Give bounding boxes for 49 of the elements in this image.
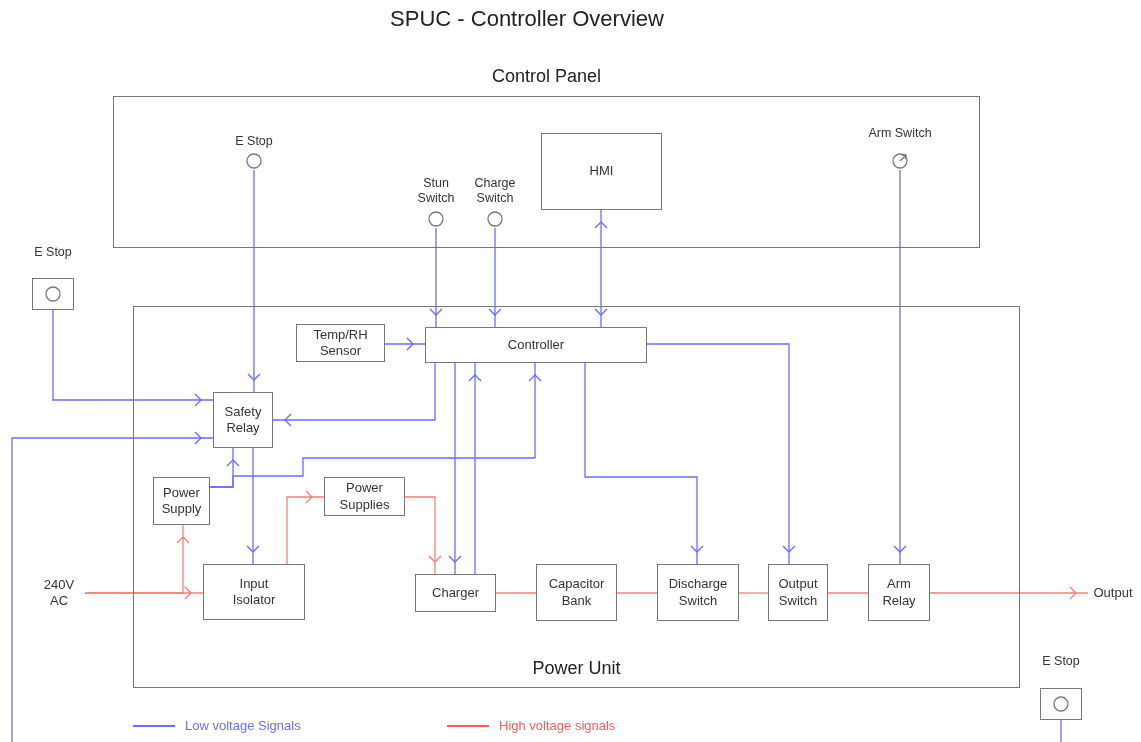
connector-line (247, 169, 261, 393)
connector-line (429, 227, 443, 328)
connector-line (84, 524, 190, 594)
component-block: HMI (541, 133, 662, 210)
switch-label: E Stop (1042, 654, 1080, 669)
component-block: Power Supply (153, 477, 210, 525)
connector-line (929, 586, 1089, 600)
connector-line (404, 496, 442, 575)
connector-line (52, 309, 214, 407)
connector-line (246, 447, 260, 565)
switch-label: Charge Switch (473, 176, 517, 206)
connector-line (893, 169, 907, 565)
switch-label: Arm Switch (868, 126, 932, 141)
connector-line (272, 362, 436, 427)
component-block: Capacitor Bank (536, 564, 617, 621)
legend-text: Low voltage Signals (185, 718, 301, 733)
connector-line (1060, 719, 1062, 742)
terminal-label: Output (1092, 584, 1134, 602)
connector-line (738, 592, 769, 594)
component-block: Power Supplies (324, 477, 405, 516)
legend-text: High voltage signals (499, 718, 616, 733)
component-block: Input Isolator (203, 564, 305, 620)
switch-label: E Stop (34, 245, 72, 260)
diagram-title: SPUC - Controller Overview (389, 6, 665, 32)
connector-line (209, 362, 542, 488)
component-block: Charger (415, 574, 496, 612)
switch-label: Stun Switch (416, 176, 456, 206)
unit-heading: Power Unit (532, 658, 621, 679)
connector-line (594, 209, 608, 328)
component-block: Arm Relay (868, 564, 930, 621)
component-block: Safety Relay (213, 392, 273, 448)
connector-line (11, 431, 214, 742)
panel-heading: Control Panel (491, 66, 602, 87)
component-block: Discharge Switch (657, 564, 739, 621)
connector-line (827, 592, 869, 594)
connector-line (584, 362, 704, 565)
component-block: Controller (425, 327, 647, 363)
connector-line (468, 362, 482, 575)
connector-line (616, 592, 658, 594)
connector-line (286, 490, 325, 565)
connector-line (495, 592, 537, 594)
switch-label: E Stop (235, 134, 273, 149)
connector-line (384, 337, 426, 351)
terminal-label: 240V AC (42, 575, 76, 610)
component-block: Temp/RH Sensor (296, 324, 385, 362)
connector-line (488, 227, 502, 328)
component-block: Output Switch (768, 564, 828, 621)
connector-line (646, 343, 796, 565)
connector-line (448, 362, 462, 575)
